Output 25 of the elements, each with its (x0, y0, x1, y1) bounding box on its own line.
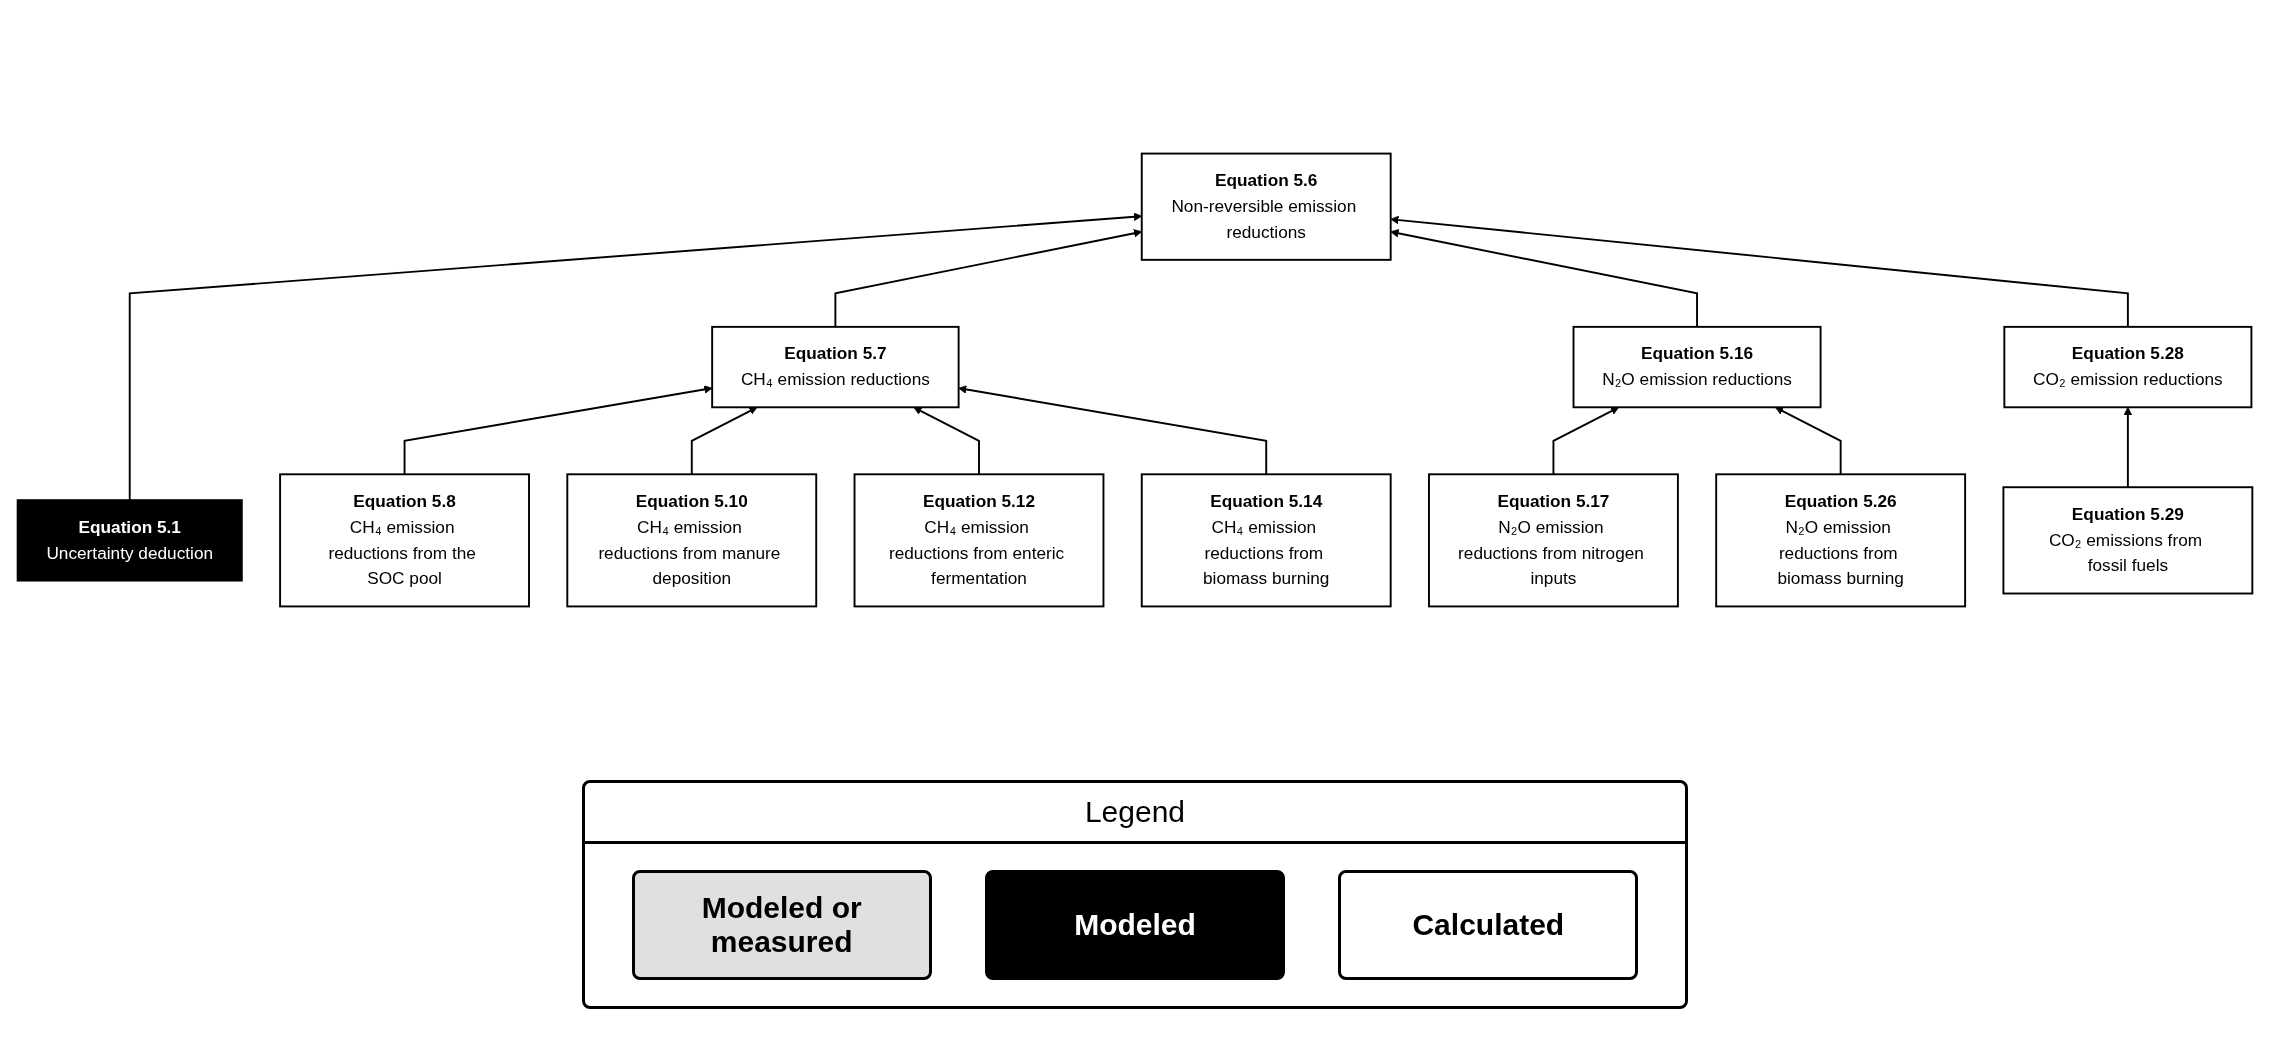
arrow (958, 385, 1268, 476)
node-box: Equation 5.28 CO₂ emission reductions (2003, 325, 2253, 409)
node-box: Equation 5.1 Uncertainty deduction (16, 499, 243, 582)
arrow (403, 385, 713, 476)
node-box: Equation 5.7 CH₄ emission reductions (711, 325, 960, 409)
node-box: Equation 5.8 CH₄ emission reductions from the SOC pool (279, 473, 530, 608)
node-box: Equation 5.29 CO₂ emissions from fossil fuels (2002, 486, 2254, 595)
node-box: Equation 5.17 N₂O emission reductions from nitrogen inputs (1428, 473, 1679, 608)
legend-title: Legend (585, 783, 1685, 844)
node-box: Equation 5.16 N₂O emission reductions (1572, 325, 1822, 409)
arrow (913, 406, 980, 476)
node-box: Equation 5.14 CH₄ emission reductions from biomass burning (1140, 473, 1392, 608)
arrow (690, 406, 758, 476)
arrow (2123, 406, 2133, 489)
legend-swatch: Calculated (1338, 870, 1639, 980)
node-box: Equation 5.12 CH₄ emission reductions from enteric fermentation (853, 473, 1105, 608)
arrow (1390, 215, 2129, 328)
arrow (1552, 406, 1620, 476)
legend-swatch: Modeled (985, 870, 1285, 980)
node-box: Equation 5.26 N₂O emission reductions from biomass burning (1715, 473, 1967, 608)
legend-swatch: Modeled or measured (631, 870, 932, 980)
arrow (1775, 406, 1842, 476)
node-box: Equation 5.6 Non-reversible emission reductions (1140, 152, 1392, 261)
node-box: Equation 5.10 CH₄ emission reductions from manure deposition (566, 473, 818, 608)
arrow (1390, 229, 1698, 328)
